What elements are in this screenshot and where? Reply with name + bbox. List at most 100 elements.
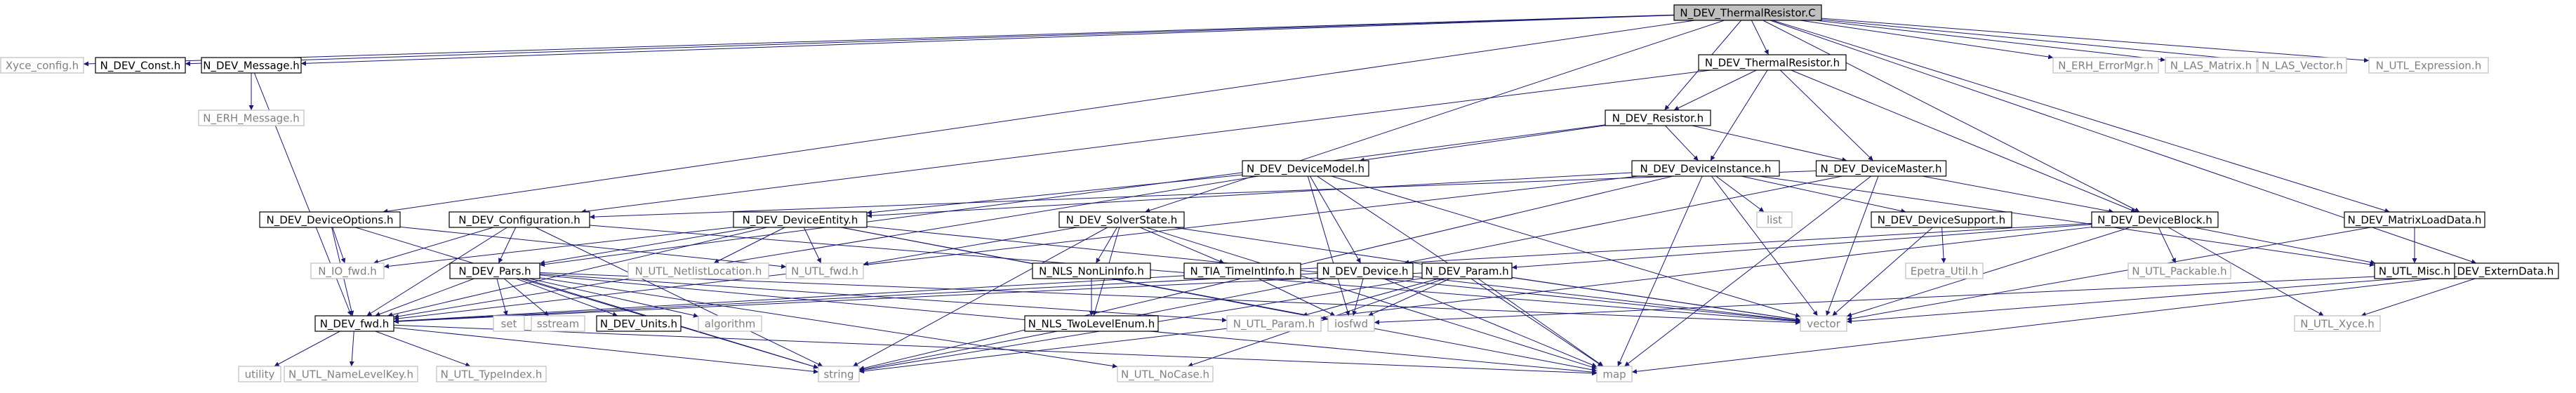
node-label: Epetra_Util.h — [1911, 265, 1978, 279]
node-box — [1058, 211, 1185, 228]
node-label: N_DEV_Device.h — [1322, 265, 1408, 279]
node-label: N_UTL_NameLevelKey.h — [288, 368, 413, 382]
node-N_DEV_ThermalResistor_C[interactable]: N_DEV_ThermalResistor.C — [1673, 4, 1822, 21]
edge-N_DEV_ThermalResistor_C-to-N_DEV_SolverState_h — [1145, 20, 1725, 213]
node-N_DEV_Units_h[interactable]: N_DEV_Units.h — [596, 315, 682, 332]
node-N_DEV_DeviceSupport_h[interactable]: N_DEV_DeviceSupport.h — [1871, 211, 2012, 228]
node-box — [818, 366, 860, 382]
edge-N_DEV_DeviceInstance_h-to-N_UTL_Misc_h — [1759, 175, 2375, 267]
node-N_UTL_TypeIndex_h: N_UTL_TypeIndex.h — [436, 366, 547, 382]
node-N_ERH_ErrorMgr_h: N_ERH_ErrorMgr.h — [2052, 57, 2159, 74]
edge-N_DEV_Configuration_h-to-N_DEV_Pars_h — [498, 227, 517, 264]
edge-N_DEV_ThermalResistor_C-to-N_DEV_DeviceOptions_h — [383, 20, 1695, 214]
node-box — [1800, 315, 1847, 332]
edge-N_DEV_ThermalResistor_C-to-N_LAS_Vector_h — [1821, 19, 2259, 63]
node-box — [1226, 315, 1322, 332]
node-label: N_DEV_ThermalResistor.C — [1680, 7, 1815, 20]
node-label: N_DEV_DeviceMaster.h — [1821, 163, 1942, 176]
node-label: string — [823, 368, 854, 381]
edge-N_DEV_SolverState_h-to-N_NLS_NonLinInfo_h — [1096, 227, 1117, 264]
node-box — [1317, 262, 1414, 279]
node-N_TIA_TimeIntInfo_h[interactable]: N_TIA_TimeIntInfo.h — [1183, 262, 1301, 279]
node-label: N_ERH_Message.h — [203, 112, 299, 126]
node-N_DEV_ThermalResistor_h[interactable]: N_DEV_ThermalResistor.h — [1698, 54, 1847, 71]
edge-N_DEV_DeviceMaster_h-to-vector — [1826, 175, 1879, 317]
node-box — [1631, 160, 1780, 177]
node-box — [2257, 57, 2347, 74]
node-N_DEV_DeviceBlock_h[interactable]: N_DEV_DeviceBlock.h — [2091, 211, 2219, 228]
edge-N_DEV_Resistor_h-to-N_DEV_Pars_h — [539, 124, 1606, 267]
edge-N_DEV_Pars_h-to-N_DEV_fwd_h — [375, 278, 474, 317]
node-label: N_UTL_Param.h — [1233, 318, 1315, 331]
edge-N_DEV_DeviceEntity_h-to-N_DEV_Pars_h — [539, 227, 755, 265]
node-N_DEV_Resistor_h[interactable]: N_DEV_Resistor.h — [1605, 109, 1711, 126]
node-label: N_NLS_TwoLevelEnum.h — [1028, 318, 1155, 331]
node-label: N_DEV_DeviceOptions.h — [267, 214, 394, 227]
node-label: algorithm — [705, 318, 755, 331]
node-label: N_DEV_DeviceBlock.h — [2097, 214, 2212, 227]
edge-N_DEV_ExternData_h-to-map — [1631, 277, 2440, 374]
node-label: N_DEV_SolverState.h — [1066, 214, 1178, 227]
node-N_DEV_fwd_h[interactable]: N_DEV_fwd.h — [314, 315, 394, 332]
node-box — [284, 366, 418, 382]
node-N_DEV_Device_h[interactable]: N_DEV_Device.h — [1317, 262, 1414, 279]
node-N_DEV_DeviceModel_h[interactable]: N_DEV_DeviceModel.h — [1242, 160, 1369, 177]
node-N_DEV_DeviceOptions_h[interactable]: N_DEV_DeviceOptions.h — [259, 211, 401, 228]
edge-N_DEV_ThermalResistor_h-to-N_DEV_DeviceInstance_h — [1710, 69, 1768, 161]
node-box — [449, 211, 590, 228]
node-N_UTL_Expression_h: N_UTL_Expression.h — [2368, 57, 2489, 74]
node-N_UTL_Misc_h[interactable]: N_UTL_Misc.h — [2374, 262, 2455, 279]
node-box — [95, 57, 186, 74]
edge-N_DEV_ThermalResistor_C-to-N_UTL_Expression_h — [1821, 18, 2370, 63]
node-label: Xyce_config.h — [6, 60, 79, 73]
node-N_DEV_DeviceMaster_h[interactable]: N_DEV_DeviceMaster.h — [1815, 160, 1947, 177]
edge-N_DEV_DeviceEntity_h-to-N_UTL_NetlistLocation_h — [713, 227, 785, 264]
node-label: N_DEV_Configuration.h — [458, 214, 580, 227]
node-label: N_DEV_fwd.h — [320, 318, 390, 331]
node-box — [1117, 366, 1214, 382]
node-N_DEV_Pars_h[interactable]: N_DEV_Pars.h — [449, 262, 540, 279]
edge-N_DEV_Param_h-to-N_UTL_Param_h — [1302, 278, 1439, 317]
node-box — [1756, 211, 1793, 228]
edge-N_DEV_Pars_h-to-N_UTL_Param_h — [539, 273, 1228, 323]
node-N_DEV_Message_h[interactable]: N_DEV_Message.h — [201, 57, 302, 74]
node-N_DEV_Configuration_h[interactable]: N_DEV_Configuration.h — [449, 211, 590, 228]
node-box — [785, 262, 864, 279]
node-N_DEV_MatrixLoadData_h[interactable]: N_DEV_MatrixLoadData.h — [2344, 211, 2485, 228]
node-N_DEV_DeviceEntity_h[interactable]: N_DEV_DeviceEntity.h — [733, 211, 868, 228]
node-label: map — [1602, 368, 1626, 381]
edge-N_DEV_Param_h-to-N_DEV_fwd_h — [393, 272, 1423, 324]
node-N_DEV_Const_h[interactable]: N_DEV_Const.h — [95, 57, 186, 74]
node-box — [1605, 109, 1711, 126]
node-box — [1871, 211, 2012, 228]
edge-N_DEV_Configuration_h-to-N_DEV_fwd_h — [366, 227, 507, 317]
node-N_DEV_Param_h[interactable]: N_DEV_Param.h — [1421, 262, 1513, 279]
node-label: N_UTL_Xyce.h — [2300, 318, 2375, 331]
node-box — [2368, 57, 2489, 74]
node-N_DEV_DeviceInstance_h[interactable]: N_DEV_DeviceInstance.h — [1631, 160, 1780, 177]
edge-N_DEV_ExternData_h-to-vector — [1846, 275, 2440, 324]
node-box — [2344, 211, 2485, 228]
node-N_NLS_TwoLevelEnum_h[interactable]: N_NLS_TwoLevelEnum.h — [1024, 315, 1159, 332]
edge-N_DEV_DeviceModel_h-to-iosfwd — [1307, 175, 1350, 317]
edge-N_DEV_DeviceBlock_h-to-string — [858, 227, 2092, 374]
node-iosfwd: iosfwd — [1327, 315, 1375, 332]
node-label: N_LAS_Vector.h — [2262, 60, 2342, 73]
edge-N_DEV_DeviceMaster_h-to-N_DEV_Configuration_h — [589, 170, 1817, 220]
node-N_DEV_ExternData_h[interactable]: N_DEV_ExternData.h — [2438, 262, 2559, 279]
node-algorithm: algorithm — [698, 315, 762, 332]
edge-N_DEV_DeviceInstance_h-to-vector — [1711, 175, 1819, 317]
node-label: utility — [245, 368, 275, 381]
node-string: string — [818, 366, 860, 382]
node-N_NLS_NonLinInfo_h[interactable]: N_NLS_NonLinInfo.h — [1032, 262, 1151, 279]
edge-N_DEV_DeviceModel_h-to-N_DEV_DeviceEntity_h — [866, 174, 1243, 215]
node-box — [2127, 262, 2231, 279]
node-Epetra_Util_h: Epetra_Util.h — [1905, 262, 1984, 279]
node-N_DEV_SolverState_h[interactable]: N_DEV_SolverState.h — [1058, 211, 1185, 228]
node-N_UTL_fwd_h: N_UTL_fwd.h — [785, 262, 864, 279]
node-label: N_UTL_TypeIndex.h — [441, 368, 543, 382]
edge-N_DEV_DeviceMaster_h-to-map — [1624, 175, 1872, 367]
edge-N_DEV_SolverState_h-to-map — [1146, 227, 1598, 370]
edge-N_DEV_DeviceMaster_h-to-N_DEV_Device_h — [1404, 175, 1843, 265]
